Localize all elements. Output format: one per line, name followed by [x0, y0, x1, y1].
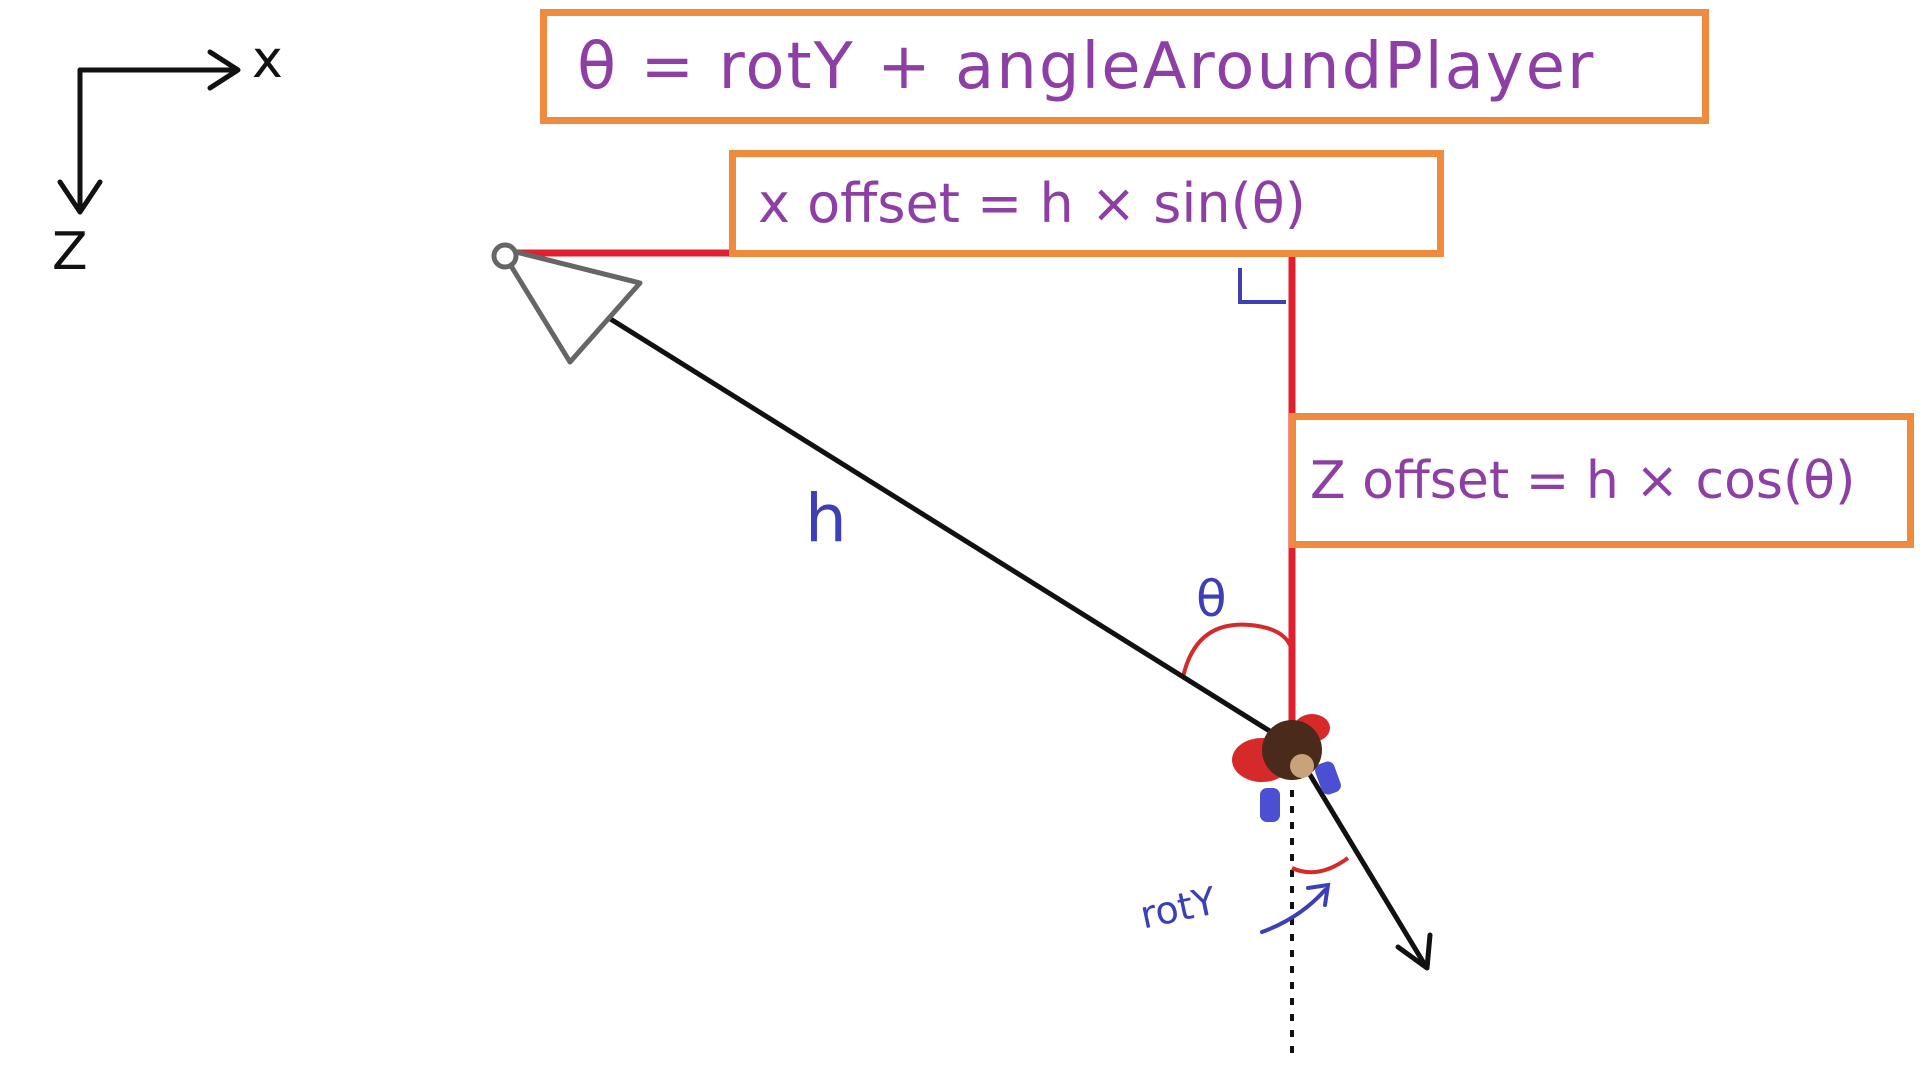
- right-angle-marker: [1238, 268, 1286, 304]
- axis-arrows: [57, 49, 241, 215]
- x-offset-formula-text: x offset = h × sin(θ): [758, 172, 1306, 235]
- hypotenuse-label: h: [805, 480, 847, 557]
- z-offset-formula-text: Z offset = h × cos(θ): [1310, 450, 1856, 511]
- x-axis-label: x: [252, 30, 283, 90]
- hypotenuse-line: [503, 250, 1294, 748]
- x-axis-arrow: [77, 49, 241, 91]
- z-axis-arrow: [57, 67, 103, 215]
- facing-arrow: [1289, 742, 1433, 971]
- camera-icon: [491, 242, 643, 365]
- z-offset-formula-box: Z offset = h × cos(θ): [1289, 413, 1914, 548]
- x-offset-formula-box: x offset = h × sin(θ): [729, 150, 1444, 257]
- theta-formula-text: θ = rotY + angleAroundPlayer: [577, 29, 1596, 104]
- roty-arrow: [1260, 882, 1331, 934]
- z-axis-label: Z: [52, 222, 88, 282]
- theta-angle-label: θ: [1196, 570, 1227, 628]
- roty-arc: [1291, 856, 1350, 875]
- player-icon: [1232, 714, 1341, 822]
- theta-arc: [1181, 622, 1292, 678]
- theta-formula-box: θ = rotY + angleAroundPlayer: [540, 9, 1709, 124]
